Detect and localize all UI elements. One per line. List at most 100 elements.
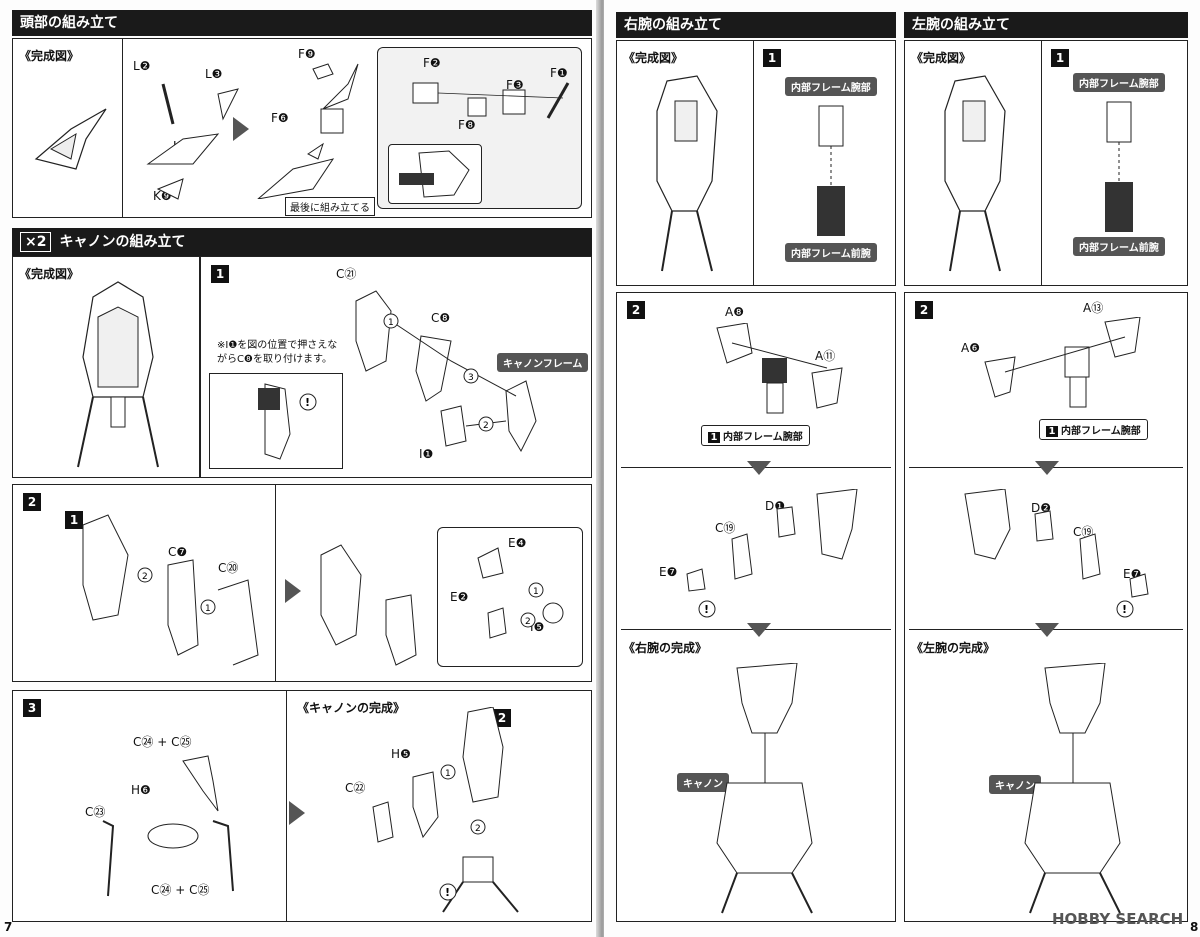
svg-text:1: 1 — [533, 587, 539, 597]
svg-text:1: 1 — [205, 604, 211, 614]
cannon-done-ref: 2 — [493, 709, 511, 727]
head-complete-illustration — [34, 108, 107, 170]
cannon-step2-flow-arrow — [285, 579, 301, 603]
svg-text:2: 2 — [142, 572, 148, 582]
left-arm-down-arrow-1 — [1035, 461, 1059, 475]
right-arm-step2-a-illustration — [716, 323, 843, 414]
cannon-complete-illustration — [77, 281, 159, 468]
part-a11: A⑪ — [815, 349, 836, 363]
left-arm-step2-b-illustration: ! — [964, 489, 1149, 618]
left-arm-down-arrow-2 — [1035, 623, 1059, 637]
cannon-complete-label: 《完成図》 — [19, 267, 80, 281]
part-f2: F❷ — [423, 56, 441, 70]
cannon-step2-divider — [275, 485, 276, 681]
cannon-step3-panel: 3 C㉔ + C㉕ H❻ C㉓ C㉔ + C㉕ 《キャノンの完成》 2 H❺ C… — [12, 690, 592, 922]
svg-text:3: 3 — [468, 373, 474, 383]
left-arm-top-divider — [1041, 41, 1042, 285]
cannon-step1-note-line2: がらC❽を取り付けます。 — [217, 354, 332, 365]
svg-text:!: ! — [305, 396, 310, 409]
watermark: HOBBY SEARCH — [1052, 910, 1184, 928]
cannon-step1-illustration: 1 3 2 — [355, 290, 537, 453]
head-inset-parts-illustration — [412, 82, 570, 119]
left-arm-step2-a-illustration — [984, 317, 1141, 408]
head-complete-label: 《完成図》 — [19, 49, 80, 63]
cannon-step2-a-illustration: 2 1 — [82, 514, 259, 666]
left-arm-cannon-tag: キャノン — [989, 775, 1041, 794]
cannon-done-illustration: 1 2 ! — [372, 707, 519, 913]
part-f9: F❾ — [298, 47, 316, 61]
cannon-step2-inset: E❹ E❷ I❺ 1 2 — [437, 527, 583, 667]
left-arm-step2-ref-num: 1 — [1046, 426, 1058, 437]
part-i1: I❶ — [419, 447, 434, 461]
right-arm-down-arrow-2 — [747, 623, 771, 637]
head-detail-inset: F❷ F❸ F❶ F❽ — [377, 47, 582, 209]
svg-text:!: ! — [445, 886, 450, 899]
cannon-complete-panel: 《完成図》 — [12, 256, 200, 478]
cannon-done-label: 《キャノンの完成》 — [297, 701, 406, 715]
right-arm-upper-frame-tag: 内部フレーム腕部 — [785, 77, 877, 96]
left-page-number: 7 — [4, 920, 13, 934]
part-c24-c25-top: C㉔ + C㉕ — [133, 735, 192, 749]
right-arm-down-arrow-1 — [747, 461, 771, 475]
left-arm-step2-ref-label: 内部フレーム腕部 — [1061, 426, 1141, 437]
head-step-b-illustration — [257, 63, 359, 199]
left-arm-done-illustration — [1024, 663, 1121, 914]
right-arm-step2-b-illustration: ! — [686, 489, 858, 618]
part-l2: L❷ — [133, 59, 151, 73]
cannon-step3-illustration — [102, 755, 234, 897]
left-arm-forearm-frame-tag: 内部フレーム前腕 — [1073, 237, 1165, 256]
right-arm-complete-label: 《完成図》 — [623, 51, 684, 65]
left-arm-title: 左腕の組み立て — [904, 12, 1188, 38]
svg-text:!: ! — [1122, 603, 1127, 616]
part-h6: H❻ — [131, 783, 151, 797]
part-f3: F❸ — [506, 78, 524, 92]
head-last-note: 最後に組み立てる — [285, 197, 375, 216]
cannon-step3-flow-arrow — [289, 801, 305, 825]
cannon-step1-note-line1: ※I❶を図の位置で押さえな — [217, 340, 338, 351]
right-arm-top-divider — [753, 41, 754, 285]
part-a6: A❻ — [961, 341, 980, 355]
right-arm-title: 右腕の組み立て — [616, 12, 896, 38]
cannon-step2-inset-illustration: 1 2 — [477, 547, 564, 639]
right-arm-cannon-tag: キャノン — [677, 773, 729, 792]
part-c23: C㉓ — [85, 805, 106, 819]
left-arm-complete-illustration — [944, 75, 1006, 272]
cannon-step1-number: 1 — [211, 265, 229, 283]
part-f6: F❻ — [271, 111, 289, 125]
right-arm-step2-ref-num: 1 — [708, 432, 720, 443]
part-c7: C❼ — [168, 545, 188, 559]
left-arm-done-label: 《左腕の完成》 — [911, 641, 996, 655]
part-c20: C⑳ — [218, 561, 239, 575]
part-l3: L❸ — [205, 67, 223, 81]
part-f8: F❽ — [458, 118, 476, 132]
left-arm-upper-frame-tag: 内部フレーム腕部 — [1073, 73, 1165, 92]
left-arm-step1-number: 1 — [1051, 49, 1069, 67]
right-arm-step2-number: 2 — [627, 301, 645, 319]
svg-text:2: 2 — [483, 421, 489, 431]
right-page: 右腕の組み立て 《完成図》 1 内部フレーム腕部 内部フレーム前腕 2 A❽ A… — [604, 0, 1200, 937]
left-arm-step1-illustration — [1105, 101, 1133, 232]
part-c19: C⑲ — [715, 521, 736, 535]
part-e7: E❼ — [659, 565, 678, 579]
cannon-step1-note: ※I❶を図の位置で押さえな がらC❽を取り付けます。 — [217, 339, 337, 367]
part-c8: C❽ — [431, 311, 451, 325]
part-f1: F❶ — [550, 66, 568, 80]
cannon-step3-divider — [286, 691, 287, 921]
cannon-step1-inset-illustration: ! — [258, 383, 317, 460]
cannon-frame-tag: キャノンフレーム — [497, 353, 589, 372]
svg-text:1: 1 — [445, 769, 451, 779]
right-arm-forearm-frame-tag: 内部フレーム前腕 — [785, 243, 877, 262]
part-a8: A❽ — [725, 305, 744, 319]
part-a13: A⑬ — [1083, 301, 1104, 315]
svg-text:1: 1 — [388, 318, 394, 328]
cannon-step2-number: 2 — [23, 493, 41, 511]
part-e4: E❹ — [508, 536, 527, 550]
svg-text:!: ! — [704, 603, 709, 616]
head-step-a-illustration — [146, 83, 239, 200]
left-arm-top-panel: 《完成図》 1 内部フレーム腕部 内部フレーム前腕 — [904, 40, 1188, 286]
head-complete-panel: 《完成図》 — [13, 39, 123, 217]
